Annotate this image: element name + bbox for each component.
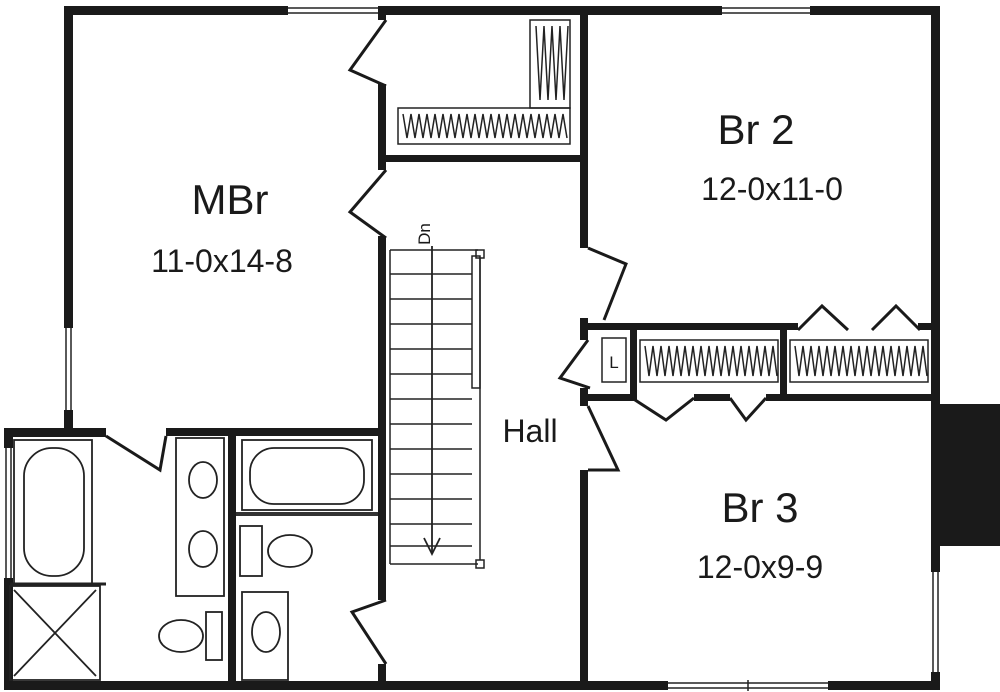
closet-br3-hangers (644, 345, 778, 377)
doors (105, 19, 922, 665)
vanity-master (175, 437, 225, 597)
closet-br2-rod (789, 339, 929, 383)
stair-arrow-head (423, 537, 441, 557)
hall-bath (239, 439, 373, 681)
toilet-tank (239, 525, 263, 577)
toilet-bowl (267, 534, 313, 568)
door-linen (557, 339, 591, 390)
stair-direction-label: Dn (415, 223, 434, 245)
toilet-tank (205, 611, 223, 661)
window-bath-left (3, 448, 14, 578)
tub-hall-inner (249, 447, 365, 505)
closet-top-hangers-vertical (535, 25, 569, 101)
closet-top-rod (397, 107, 571, 145)
shower-x (13, 589, 97, 677)
window-mbr-left (63, 328, 74, 410)
tub-hall (241, 439, 373, 511)
shower (9, 585, 101, 681)
closet-br3-rod (639, 339, 779, 383)
linen-closet-box (601, 337, 627, 383)
room-labels: MBr 11-0x14-8 Br 2 12-0x11-0 Br 3 12-0x9… (151, 106, 843, 585)
room-dims-br3: 12-0x9-9 (697, 549, 823, 585)
sink (251, 611, 281, 653)
room-name-br2: Br 2 (717, 106, 794, 153)
room-name-br3: Br 3 (721, 484, 798, 531)
door-br2-closet-b (870, 303, 922, 332)
door-closet-mbr (347, 19, 388, 88)
staircase (389, 246, 485, 569)
tub-master-inner (23, 447, 85, 577)
sink (188, 530, 218, 568)
closet-top-rod-vertical (529, 19, 571, 109)
closet-br2-hangers (794, 345, 928, 377)
door-br3-closet-a (631, 396, 695, 422)
vanity-hall (241, 591, 289, 681)
window-br3-right (930, 572, 941, 672)
window-mbr-top (288, 5, 378, 16)
door-br3-closet-b (728, 396, 768, 423)
linen-closet-label: L (609, 353, 618, 372)
sink (188, 461, 218, 499)
door-br2-closet-a (796, 303, 850, 332)
door-br2 (587, 246, 628, 321)
room-name-mbr: MBr (192, 176, 269, 223)
door-hall-bath (349, 598, 388, 665)
window-br2-top (722, 5, 810, 16)
closets (397, 19, 929, 383)
door-br3 (586, 405, 621, 472)
room-dims-mbr: 11-0x14-8 (151, 243, 293, 279)
windows (3, 5, 941, 691)
stair-railing (471, 255, 481, 389)
door-mbr-bath (105, 434, 168, 473)
window-br3-bottom (668, 680, 828, 691)
room-dims-br2: 12-0x11-0 (701, 171, 843, 207)
room-name-hall: Hall (502, 413, 557, 449)
door-mbr-hall (347, 169, 388, 240)
closet-top-hangers (402, 113, 568, 139)
toilet-bowl (158, 619, 204, 653)
master-bath (9, 437, 225, 681)
interior-walls (64, 6, 934, 690)
